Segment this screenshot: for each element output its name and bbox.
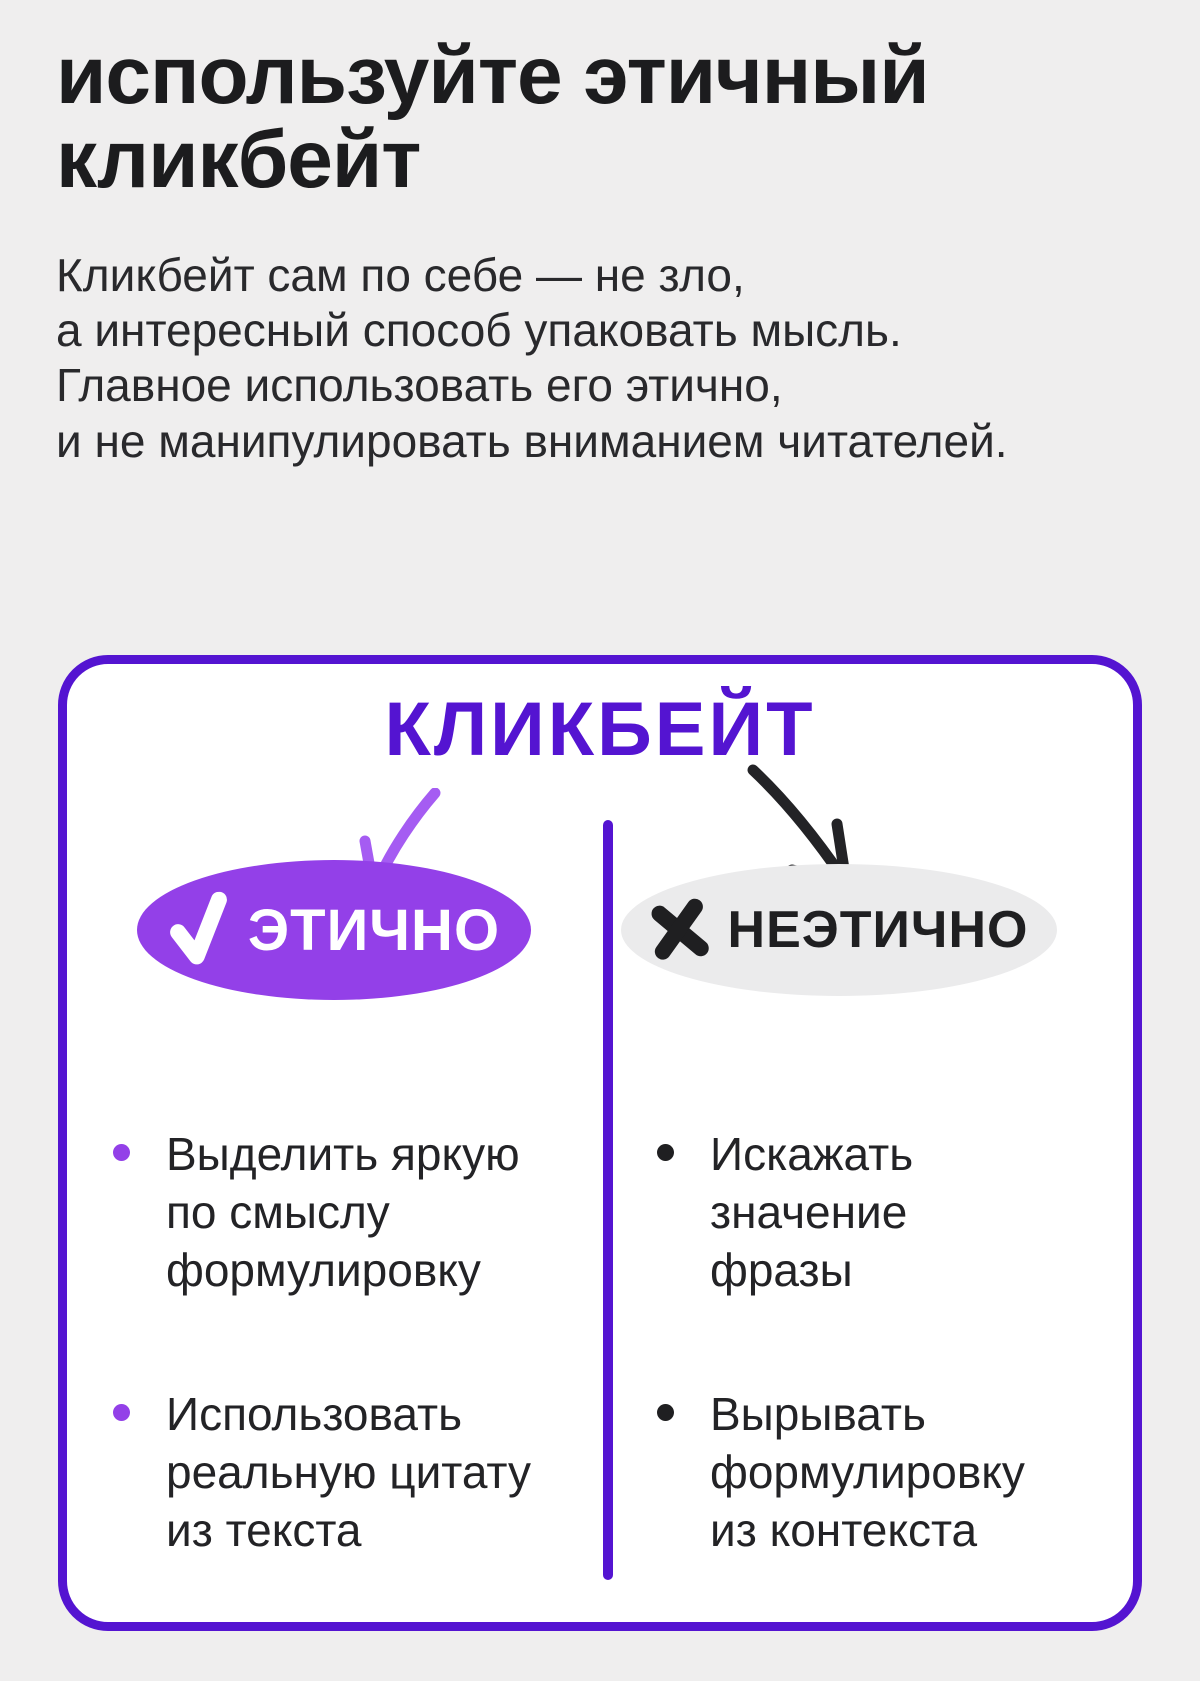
- bullet-dot: [113, 1144, 130, 1161]
- unethical-item-text: Искажать значение фразы: [710, 1128, 914, 1296]
- ethical-badge-label: ЭТИЧНО: [247, 897, 501, 963]
- cross-icon: [650, 898, 710, 961]
- bullet-dot: [657, 1403, 674, 1421]
- page-title: используйте этичный кликбейт: [56, 30, 930, 206]
- column-divider: [603, 820, 613, 1580]
- ethical-list: Выделить яркую по смыслу формулировку Ис…: [113, 1126, 581, 1646]
- list-item: Использовать реальную цитату из текста: [113, 1386, 581, 1560]
- unethical-list: Искажать значение фразы Вырывать формули…: [657, 1126, 1127, 1646]
- clickbait-diagram-card: КЛИКБЕЙТ ЭТИЧНО НЕЭТИЧНО: [58, 655, 1142, 1631]
- list-item: Выделить яркую по смыслу формулировку: [113, 1126, 581, 1300]
- intro-paragraph: Кликбейт сам по себе — не зло, а интерес…: [56, 249, 1008, 467]
- unethical-badge: НЕЭТИЧНО: [621, 864, 1057, 996]
- unethical-badge-label: НЕЭТИЧНО: [727, 901, 1029, 959]
- bullet-dot: [113, 1403, 130, 1421]
- diagram-heading: КЛИКБЕЙТ: [384, 687, 816, 772]
- list-item: Вырывать формулировку из контекста: [657, 1386, 1127, 1560]
- bullet-dot: [657, 1144, 674, 1161]
- ethical-item-text: Выделить яркую по смыслу формулировку: [166, 1128, 520, 1296]
- check-icon: [168, 891, 230, 966]
- ethical-badge: ЭТИЧНО: [137, 860, 531, 1000]
- list-item: Искажать значение фразы: [657, 1126, 1127, 1300]
- ethical-item-text: Использовать реальную цитату из текста: [166, 1387, 531, 1556]
- unethical-item-text: Вырывать формулировку из контекста: [710, 1387, 1025, 1556]
